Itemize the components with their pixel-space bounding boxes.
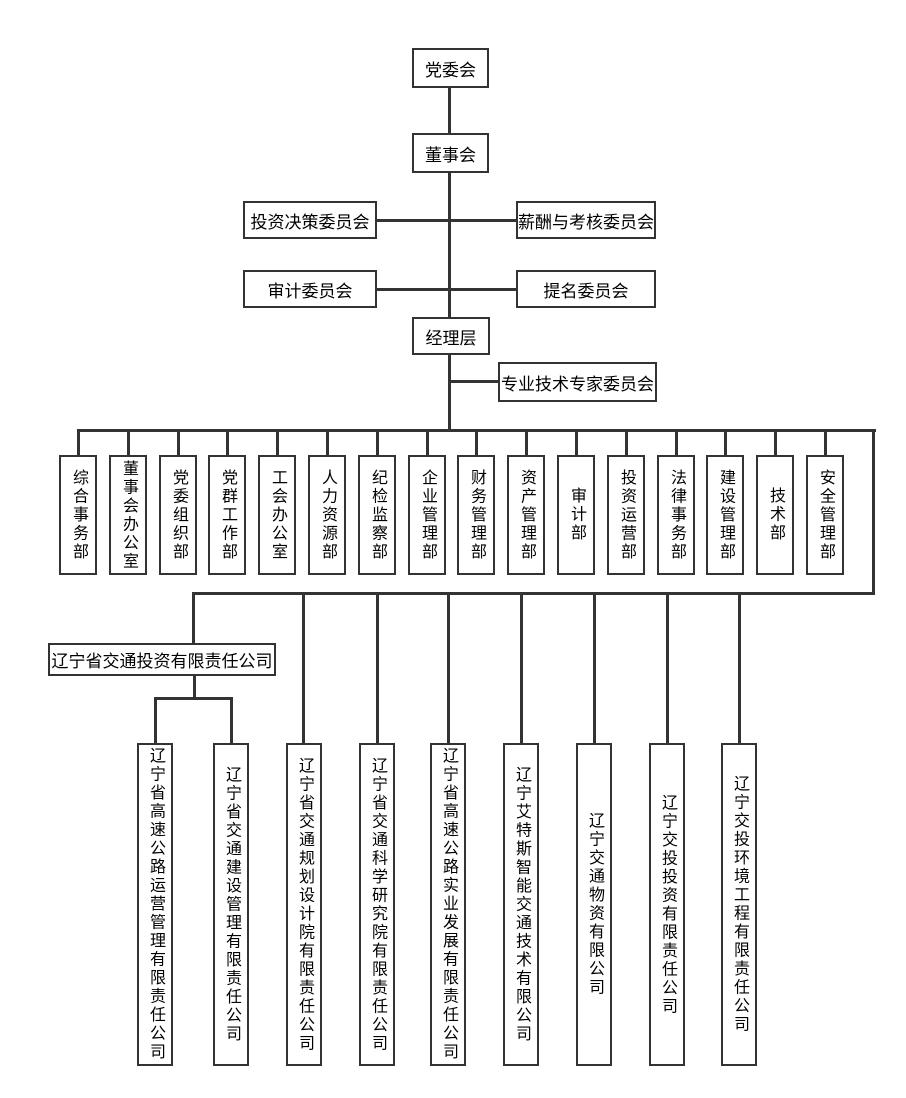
subsidiary-box-science-research: 辽宁省交通科学研究院有限责任公司 [359,743,395,1066]
department-box-party-mass-work: 党群工作部 [208,455,246,575]
branch-line-expert-committee [450,380,498,383]
drop-line-sub-5 [447,592,450,743]
department-box-enterprise-mgmt: 企业管理部 [408,455,446,575]
department-box-safety-mgmt: 安全管理部 [806,455,844,575]
drop-line-sub-7 [593,592,596,743]
drop-line-sub-9 [738,592,741,743]
branch-line-parent-company-split [154,697,233,700]
org-box-management: 经理层 [412,317,490,355]
department-box-human-resources: 人力资源部 [308,455,346,575]
drop-line-sub-6 [520,592,523,743]
drop-line-sub-3 [302,592,305,743]
subsidiary-box-expressway-operation: 辽宁省高速公路运营管理有限责任公司 [137,743,173,1066]
drop-line-dept-6 [326,430,329,455]
department-box-legal-affairs: 法律事务部 [657,455,695,575]
department-box-finance-mgmt: 财务管理部 [457,455,495,575]
drop-line-dept-9 [475,430,478,455]
department-box-audit: 审计部 [557,455,595,575]
subsidiary-box-investment: 辽宁交投投资有限责任公司 [649,743,685,1066]
org-box-compensation-committee: 薪酬与考核委员会 [516,201,656,239]
branch-line-committee-row1 [377,219,516,222]
org-box-investment-committee: 投资决策委员会 [243,201,377,239]
department-box-construction-mgmt: 建设管理部 [706,455,744,575]
org-box-board: 董事会 [412,133,489,173]
drop-line-dept-13 [675,430,678,455]
org-box-party-committee: 党委会 [412,48,489,88]
department-box-general-affairs: 综合事务部 [59,455,97,575]
subsidiary-box-materials: 辽宁交通物资有限公司 [576,743,612,1066]
subsidiary-box-intelligent-transport: 辽宁艾特斯智能交通技术有限公司 [503,743,539,1066]
department-box-technology: 技术部 [756,455,794,575]
department-box-investment-operations: 投资运营部 [607,455,645,575]
bracket-line-subsidiaries [192,592,875,595]
department-box-discipline-inspection: 纪检监察部 [358,455,396,575]
drop-line-dept-7 [376,430,379,455]
connector-line-right-side [872,429,875,595]
connector-line-parent-company-down [193,676,196,700]
subsidiary-box-environmental-engineering: 辽宁交投环境工程有限责任公司 [721,743,757,1066]
spine-line-management-to-departments [448,355,451,432]
spine-line-party-to-board [448,88,451,133]
drop-line-dept-2 [127,430,130,455]
drop-line-dept-16 [824,430,827,455]
drop-line-sub-2 [230,697,233,743]
subsidiary-box-planning-design: 辽宁省交通规划设计院有限责任公司 [286,743,322,1066]
drop-line-dept-4 [226,430,229,455]
department-box-union-office: 工会办公室 [258,455,296,575]
org-box-nomination-committee: 提名委员会 [516,270,656,308]
drop-line-dept-8 [426,430,429,455]
subsidiary-box-industrial-development: 辽宁省高速公路实业发展有限责任公司 [430,743,466,1066]
department-box-asset-mgmt: 资产管理部 [507,455,545,575]
spine-line-board-to-management [448,173,451,317]
department-box-board-office: 董事会办公室 [109,455,147,575]
drop-line-dept-15 [774,430,777,455]
org-box-audit-committee: 审计委员会 [243,270,377,308]
drop-line-sub-1 [154,697,157,743]
branch-line-committee-row2 [377,288,516,291]
drop-line-dept-11 [575,430,578,455]
drop-line-dept-10 [525,430,528,455]
drop-line-dept-3 [177,430,180,455]
drop-line-sub-4 [376,592,379,743]
drop-line-sub-8 [666,592,669,743]
drop-line-dept-12 [625,430,628,455]
drop-line-parent-company [192,592,195,643]
org-box-parent-company: 辽宁省交通投资有限责任公司 [48,643,276,676]
drop-line-dept-1 [77,430,80,455]
department-box-party-organization: 党委组织部 [159,455,197,575]
subsidiary-box-construction-mgmt: 辽宁省交通建设管理有限责任公司 [213,743,249,1066]
drop-line-dept-5 [276,430,279,455]
drop-line-dept-14 [724,430,727,455]
org-box-expert-committee: 专业技术专家委员会 [498,362,657,402]
